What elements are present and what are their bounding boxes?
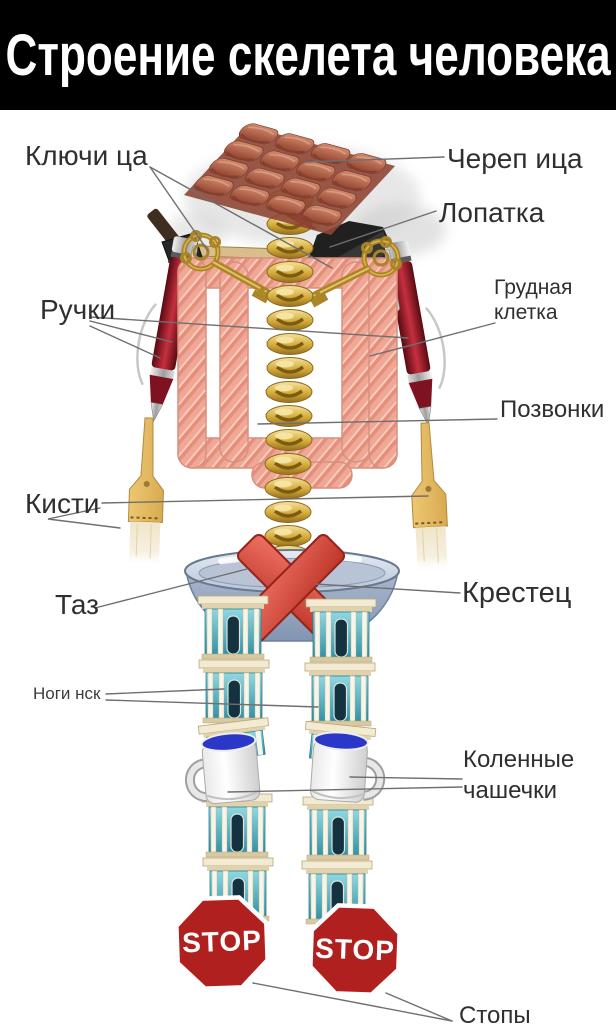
label-legs: Ноги нск: [33, 684, 101, 703]
label-skull: Череп ица: [447, 143, 583, 174]
spine-screw: [263, 187, 315, 569]
label-arms: Ручки: [40, 294, 116, 325]
hand-brush-left: [125, 416, 167, 566]
label-sacrum: Крестец: [462, 577, 572, 609]
label-feet: Стопы: [459, 1002, 531, 1029]
kneecap-mug-left: [185, 732, 261, 804]
connector-lines: [47, 156, 498, 1022]
label-ribcage: Грудная клетка: [494, 276, 573, 324]
page-title: Строение скелета человека: [5, 22, 611, 88]
label-kneecaps: Коленные чашечки: [463, 746, 575, 805]
label-hands: Кисти: [25, 488, 100, 519]
ribcage-sausages: [177, 257, 398, 489]
stop-sign-text-right: STOP: [314, 932, 396, 967]
arm-pen-right: [382, 239, 446, 428]
skull-roof-tiles-icon: [184, 120, 395, 235]
stop-sign-text-left: STOP: [181, 924, 263, 959]
clavicle-key-right: [307, 236, 402, 308]
foot-stop-sign-right: [308, 903, 402, 997]
label-pelvis: Таз: [55, 589, 99, 620]
label-scapula: Лопатка: [439, 197, 545, 228]
foot-stop-sign-left: [174, 895, 270, 991]
arm-pen-left: [136, 235, 200, 424]
kneecap-mug-right: [310, 731, 386, 803]
label-vertebrae: Позвонки: [500, 396, 605, 423]
label-clavicle: Ключи ца: [25, 140, 148, 171]
clavicle-key-left: [180, 230, 273, 304]
title-bar: Строение скелета человека: [0, 0, 616, 110]
